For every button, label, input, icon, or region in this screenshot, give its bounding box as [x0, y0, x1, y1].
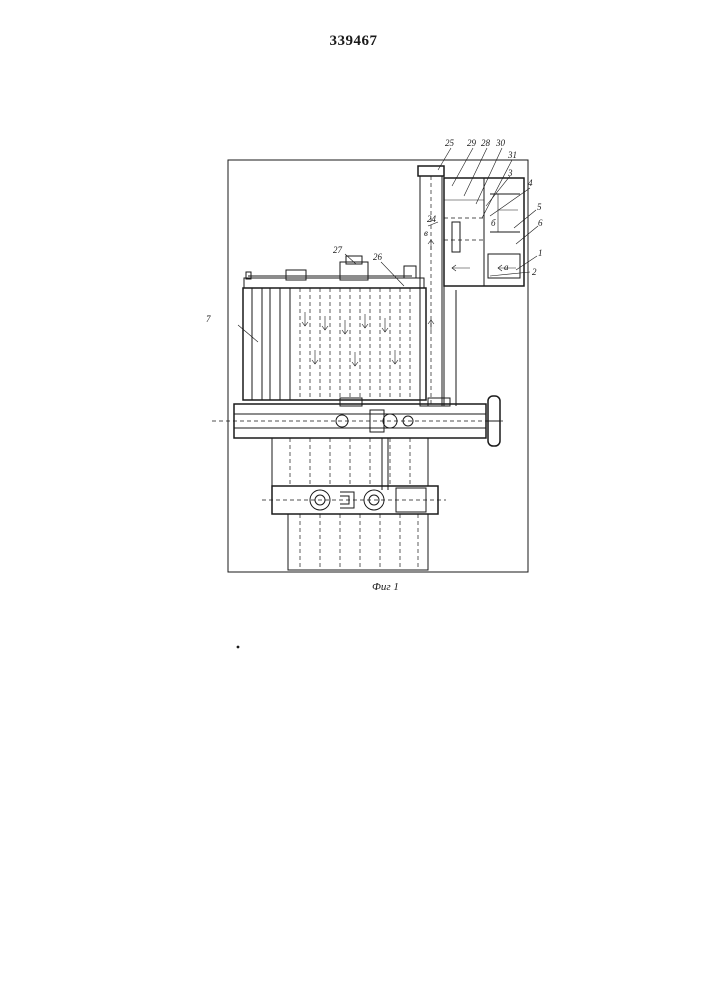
transverse-beam [212, 398, 506, 438]
ink-speck [237, 646, 240, 649]
figure-caption: Фиг 1 [372, 581, 399, 593]
callout-27: 27 [333, 245, 343, 255]
callout-5: 5 [537, 202, 542, 212]
filter-body [243, 288, 426, 400]
bottom-casing [288, 514, 428, 570]
lower-housing [272, 438, 428, 490]
tank-box [444, 178, 524, 286]
callout-29: 29 [467, 138, 477, 148]
callout-26: 26 [373, 252, 383, 262]
callout-7: 7 [206, 314, 211, 324]
callout-3: 3 [507, 168, 513, 178]
callout-28: 28 [481, 138, 491, 148]
drive-unit [262, 486, 446, 514]
callout-24: 24 [427, 214, 437, 224]
zone-letter-b: б [491, 218, 496, 228]
zone-letter-a: а [504, 262, 509, 272]
callout-1: 1 [538, 248, 543, 258]
callout-4: 4 [528, 178, 533, 188]
callout-25: 25 [445, 138, 455, 148]
callout-2: 2 [532, 267, 537, 277]
callout-30: 30 [495, 138, 506, 148]
leader-lines [238, 148, 538, 342]
callout-31: 31 [507, 150, 517, 160]
handwheel [486, 396, 500, 446]
zone-letter-v: в [424, 228, 428, 238]
top-mechanism [244, 256, 424, 288]
outer-frame [228, 160, 528, 572]
callout-6: 6 [538, 218, 543, 228]
